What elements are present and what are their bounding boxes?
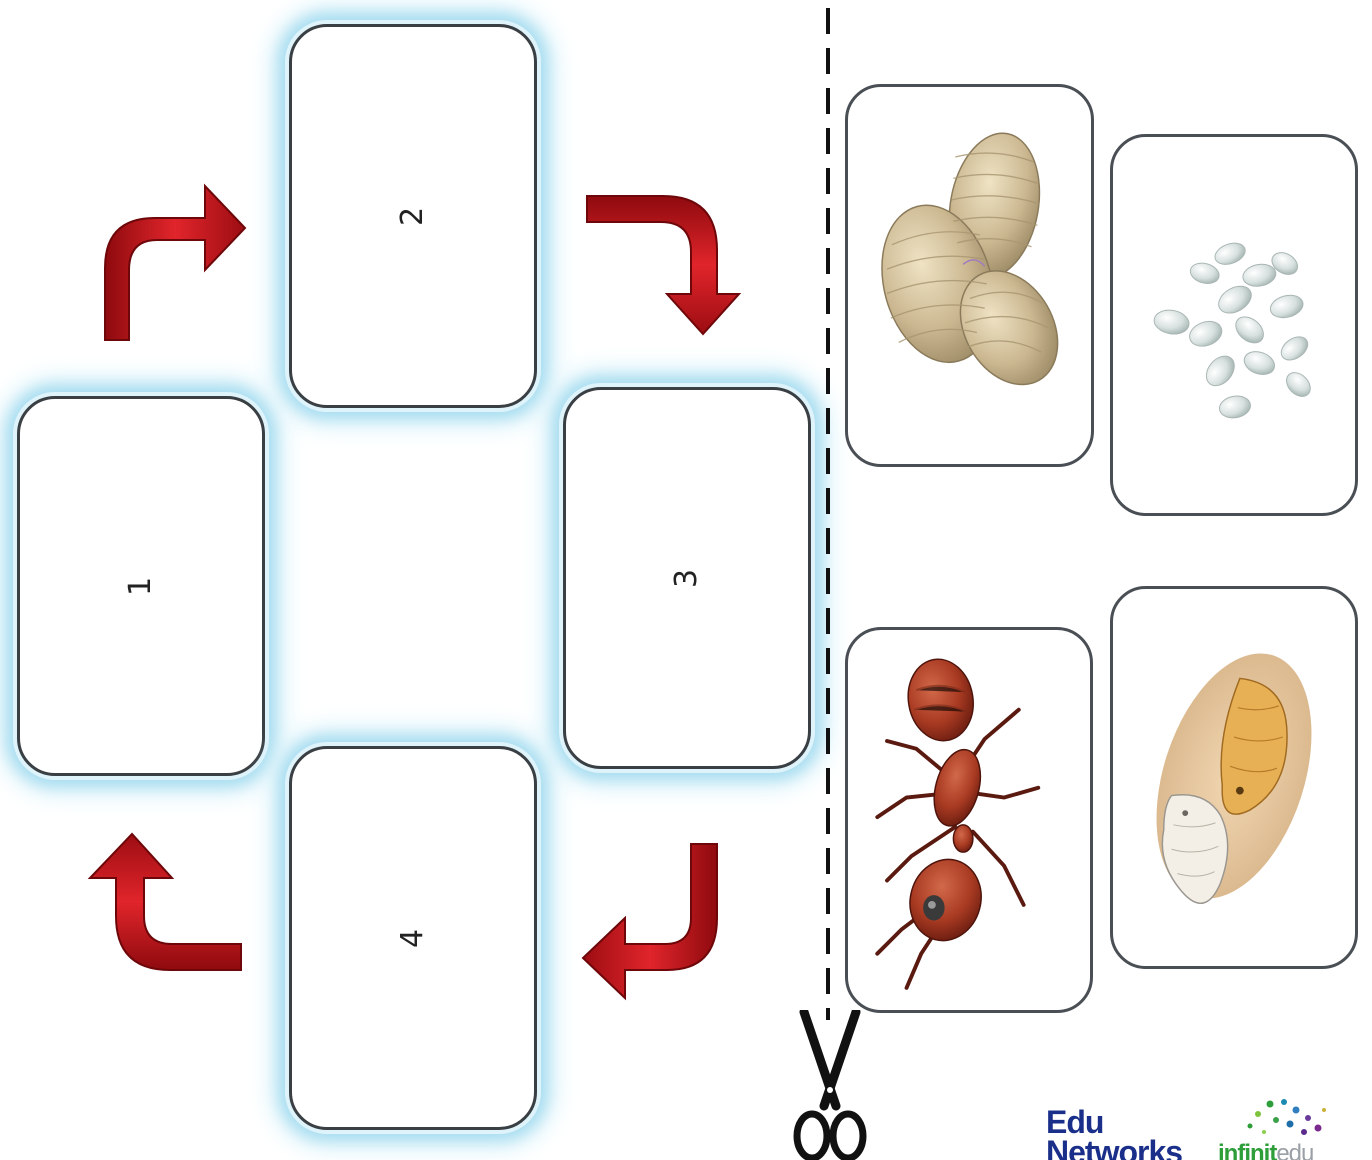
infinitedu-text: infinitedu: [1218, 1142, 1313, 1160]
edu-logo-line2: Networks: [1046, 1136, 1182, 1160]
pupa-image: [1113, 589, 1355, 966]
card-eggs[interactable]: [1110, 134, 1358, 516]
infinit-part: infinit: [1218, 1140, 1276, 1160]
card-pupa[interactable]: [1110, 586, 1358, 969]
larva-image: [848, 87, 1091, 464]
ant-image: [848, 630, 1090, 1010]
eggs-image: [1113, 137, 1355, 513]
scissors-icon: [790, 1010, 870, 1160]
card-larva[interactable]: [845, 84, 1094, 467]
edu-part: edu: [1276, 1140, 1313, 1160]
infinitedu-logo: infinitedu: [1218, 1096, 1358, 1160]
card-adult-ant[interactable]: [845, 627, 1093, 1013]
edunetworks-logo: Edu Networks: [1046, 1106, 1206, 1160]
dots-logo-icon: [1236, 1096, 1336, 1140]
